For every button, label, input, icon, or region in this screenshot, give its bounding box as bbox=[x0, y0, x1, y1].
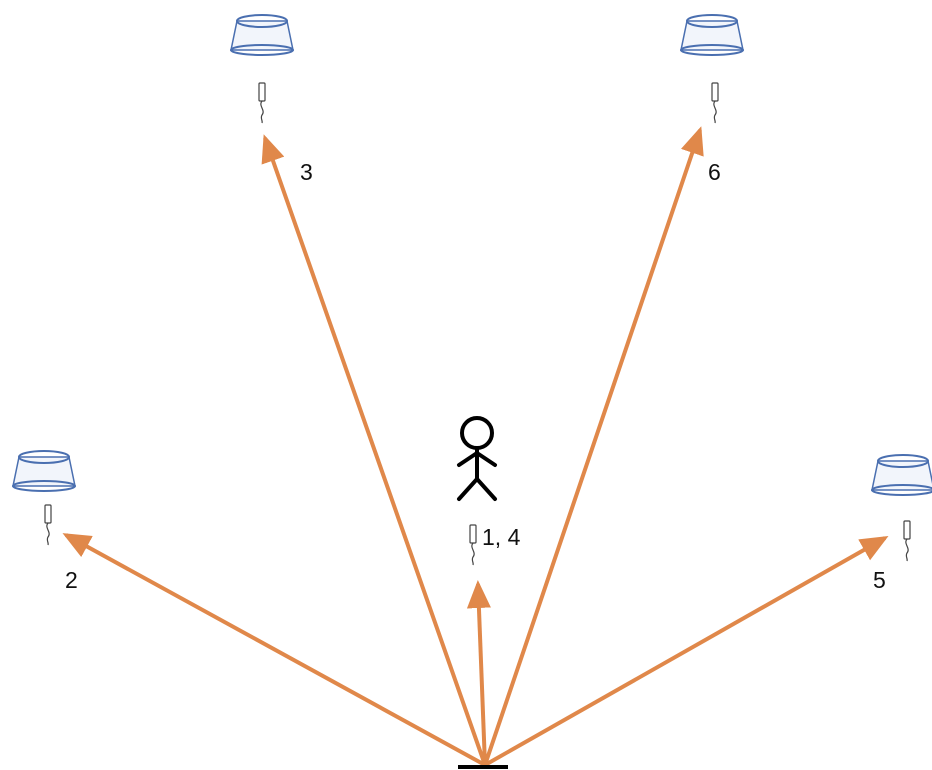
pendant-switch-icon bbox=[711, 82, 719, 124]
label-2: 2 bbox=[65, 567, 78, 593]
pendant-switch-icon bbox=[903, 520, 911, 562]
arrow-to-5 bbox=[484, 536, 889, 767]
label-1-4: 1, 4 bbox=[482, 524, 521, 550]
lamp-5 bbox=[871, 454, 932, 562]
label-3: 3 bbox=[300, 159, 313, 185]
arrow-to-2 bbox=[62, 533, 486, 767]
lamp-shade-icon bbox=[871, 454, 932, 496]
arrow-to-3 bbox=[261, 134, 487, 766]
lamp-6 bbox=[680, 14, 744, 124]
arrow-to-1-4 bbox=[466, 580, 491, 766]
label-6: 6 bbox=[708, 159, 721, 185]
lamp-2 bbox=[12, 450, 76, 546]
stick-figure-icon bbox=[457, 416, 497, 501]
lamp-shade-icon bbox=[680, 14, 744, 56]
pendant-switch-icon bbox=[258, 82, 266, 124]
lamp-3 bbox=[230, 14, 294, 124]
arrow-to-6 bbox=[483, 126, 704, 766]
label-5: 5 bbox=[873, 567, 886, 593]
lamp-shade-icon bbox=[12, 450, 76, 492]
pendant-switch-icon bbox=[469, 524, 477, 566]
arrows-group bbox=[62, 126, 889, 767]
pendant-switch-icon bbox=[44, 504, 52, 546]
lamp-shade-icon bbox=[230, 14, 294, 56]
